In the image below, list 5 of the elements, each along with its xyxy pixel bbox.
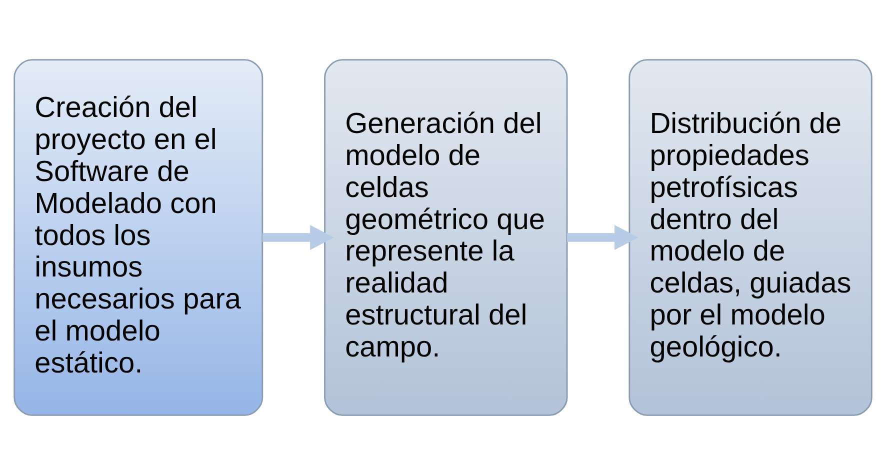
arrow	[567, 224, 638, 250]
arrow	[262, 224, 334, 250]
node-box: Generación del modelo de celdas geométrico que represente la realidad estructural del campo.	[324, 58, 568, 416]
node-box: Distribución de propiedades petrofísicas dentro del modelo de celdas, guiadas por el modelo geológico.	[628, 58, 872, 416]
node-box: Creación del proyecto en el Software de Modelado con todos los insumos necesarios para el modelo estático.	[14, 58, 264, 416]
